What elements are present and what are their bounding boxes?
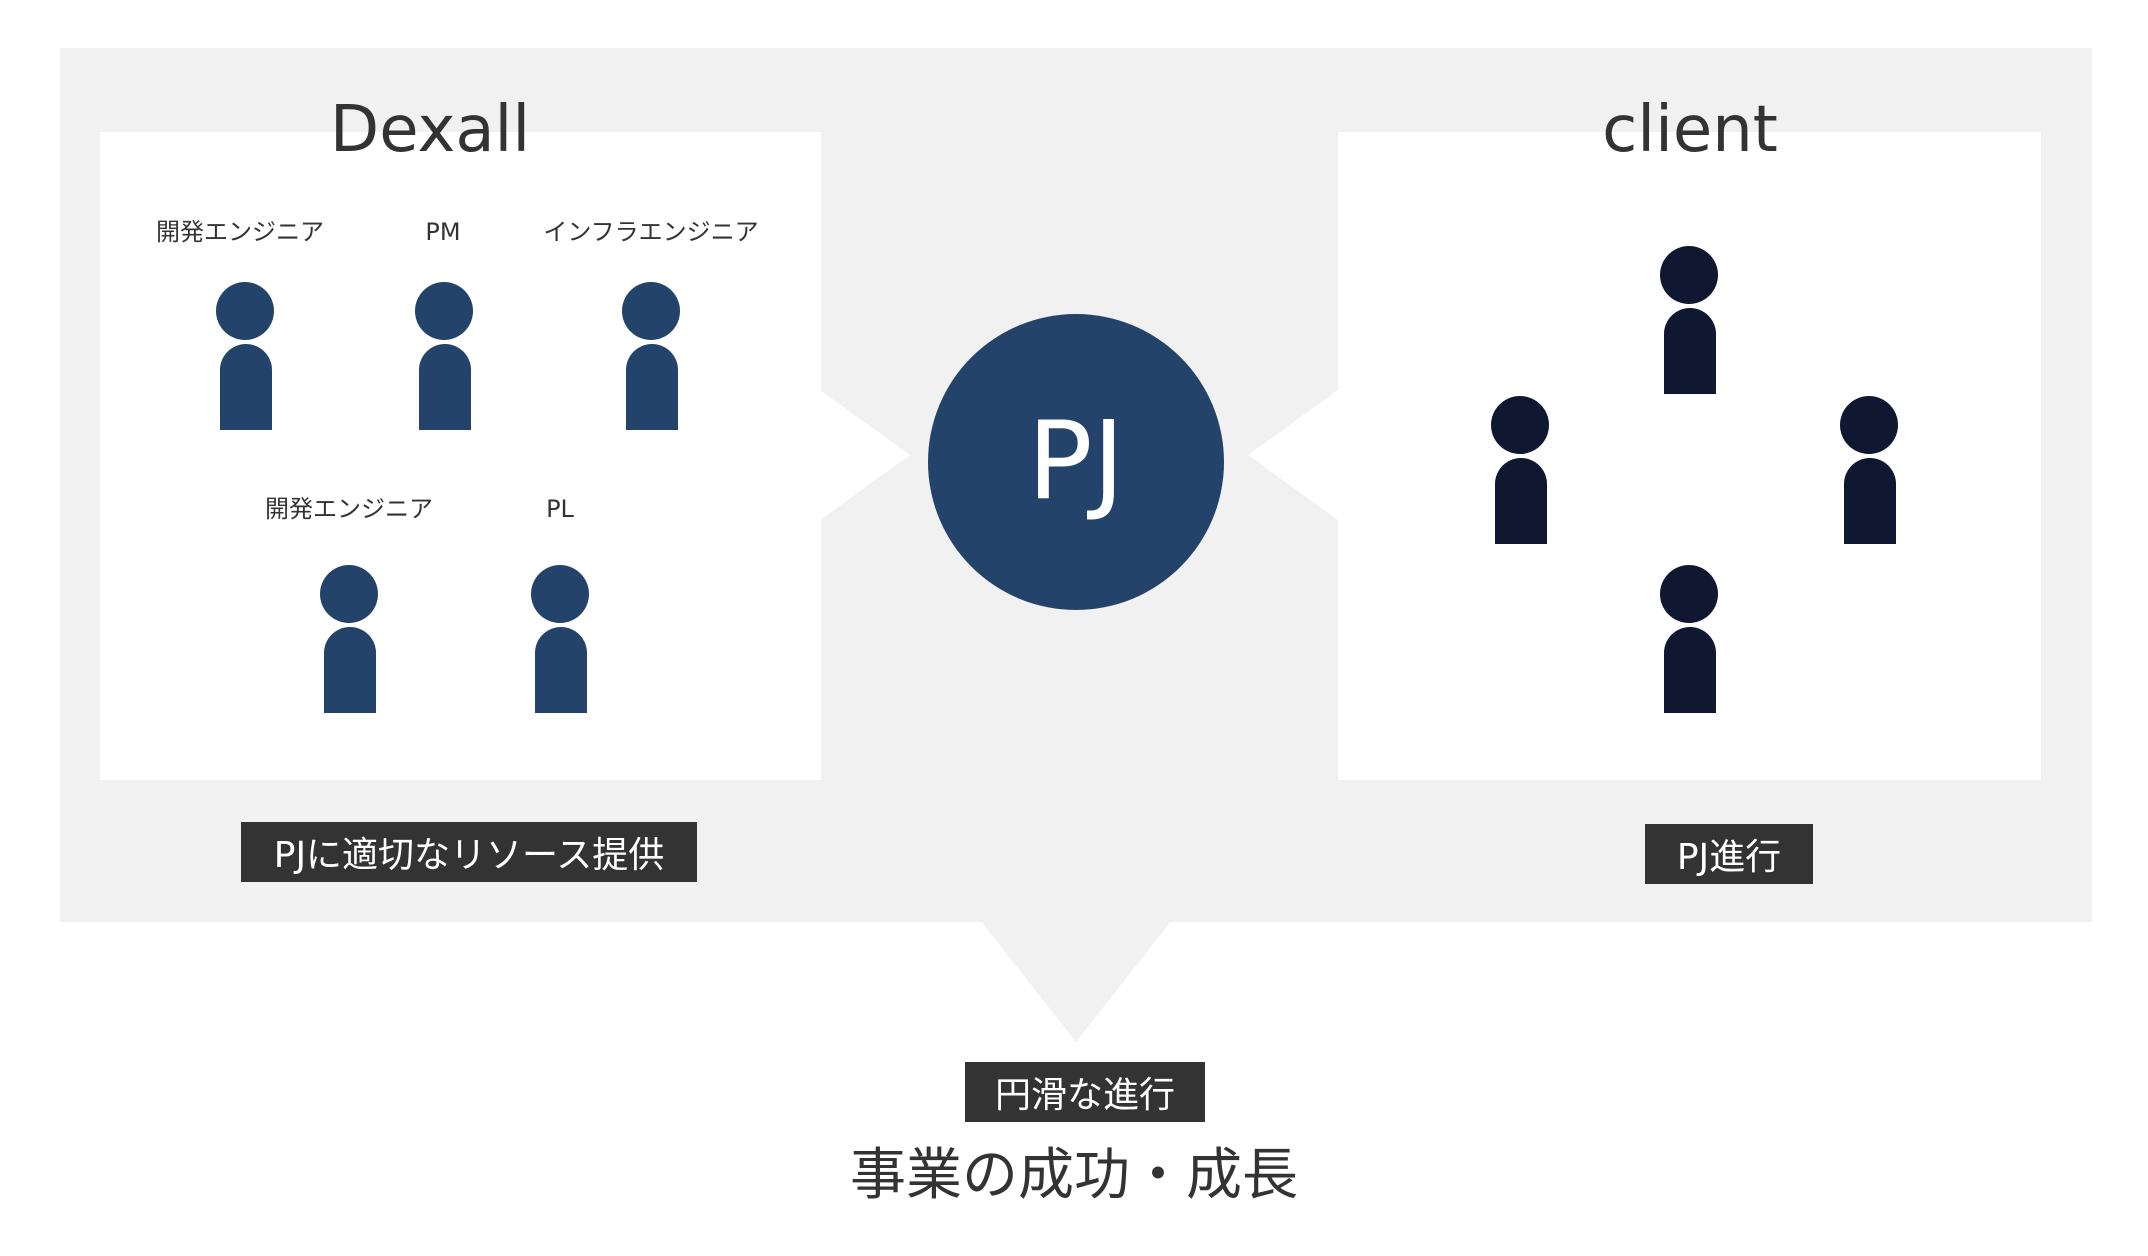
pointer-down-arrow (980, 920, 1172, 1042)
role-label-dev-engineer-1: 開発エンジニア (156, 218, 324, 246)
smooth-progress-label: 円滑な進行 (965, 1062, 1205, 1122)
person-icon (1660, 565, 1720, 715)
person-icon (415, 282, 475, 432)
role-label-pm: PM (425, 218, 461, 246)
person-icon (216, 282, 276, 432)
client-contribution-label: PJ進行 (1645, 824, 1813, 884)
role-label-dev-engineer-2: 開発エンジニア (265, 495, 433, 523)
person-icon (622, 282, 682, 432)
person-icon (1491, 396, 1551, 546)
dexall-contribution-label: PJに適切なリソース提供 (241, 822, 697, 882)
person-icon (1660, 246, 1720, 396)
person-icon (320, 565, 380, 715)
person-icon (531, 565, 591, 715)
dexall-to-pj-arrow (820, 390, 910, 520)
client-title: client (1602, 93, 1778, 167)
pj-circle: PJ (928, 314, 1224, 610)
dexall-title: Dexall (329, 93, 531, 167)
client-to-pj-arrow (1248, 390, 1338, 520)
pj-label: PJ (1027, 399, 1125, 524)
role-label-pl: PL (546, 495, 574, 523)
role-label-infra-engineer: インフラエンジニア (543, 218, 759, 246)
result-text: 事業の成功・成長 (850, 1143, 1298, 1208)
person-icon (1840, 396, 1900, 546)
dexall-card (100, 132, 821, 780)
